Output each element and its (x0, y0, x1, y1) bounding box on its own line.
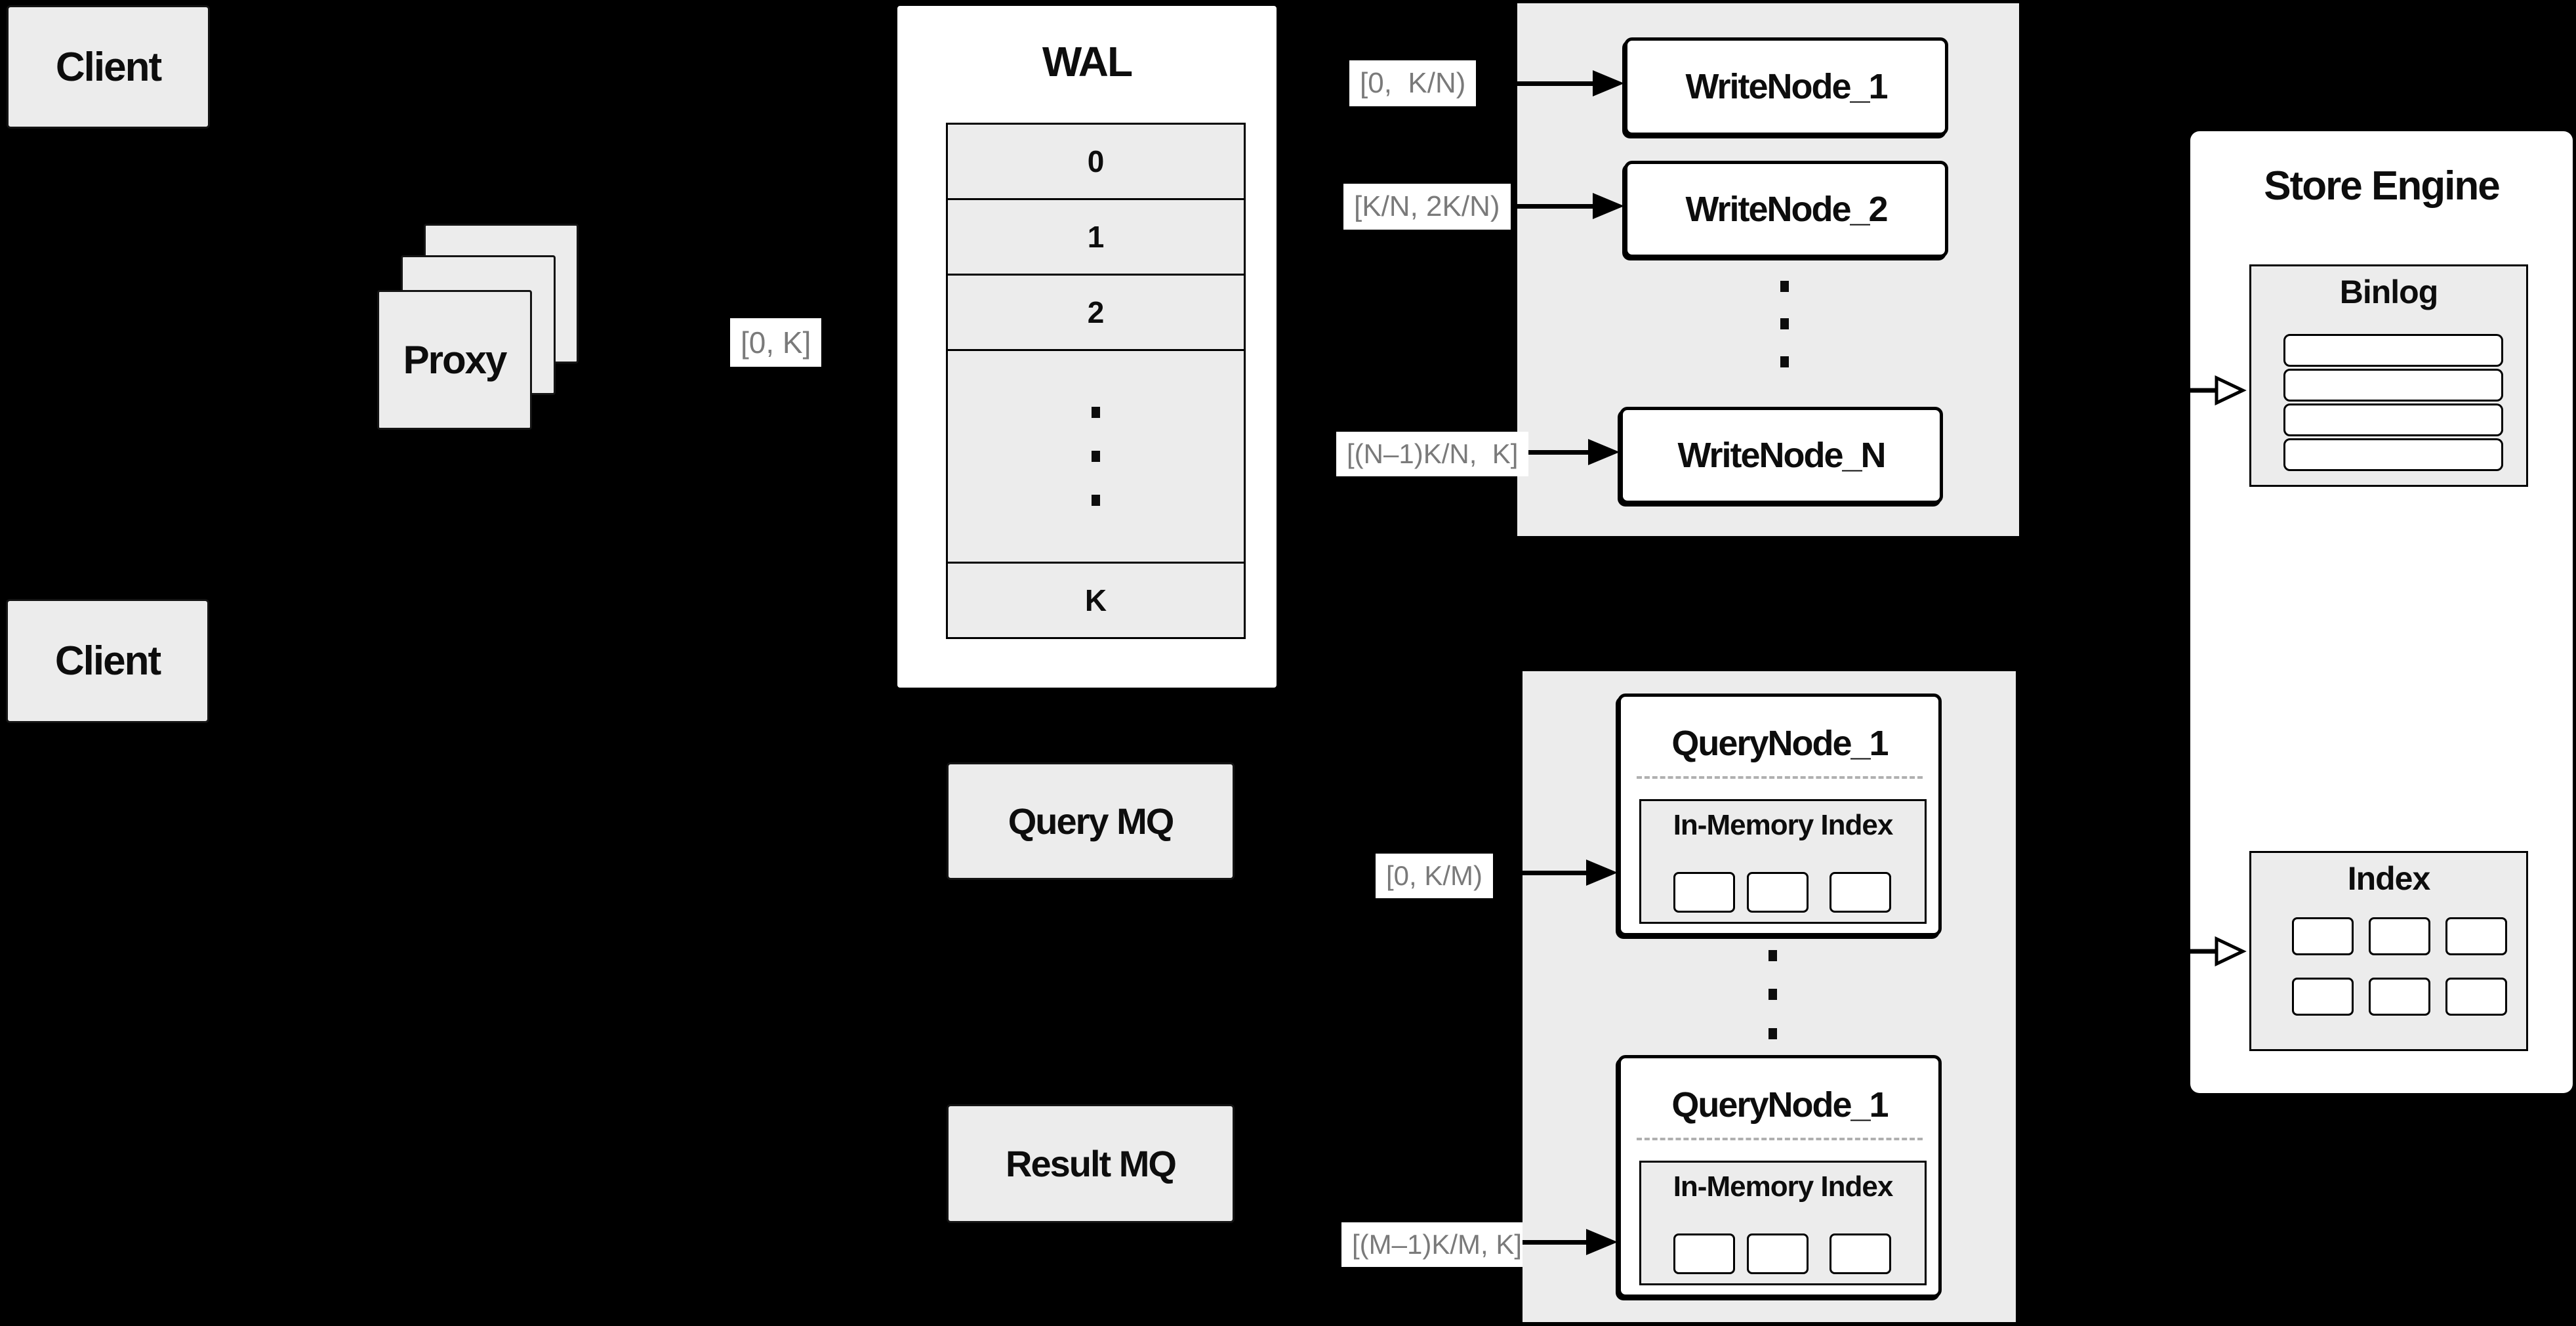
binlog-title: Binlog (2339, 274, 2439, 310)
writenode-1-label: WriteNode_1 (1685, 67, 1888, 106)
querynode-1-inmemory-title: In-Memory Index (1673, 809, 1894, 841)
index-cell (2292, 978, 2354, 1016)
arrow-to-writenode-2 (1517, 193, 1624, 219)
client-top-label: Client (55, 44, 162, 90)
querynode-ellipsis-dot-1 (1768, 950, 1777, 961)
querynode-2-inmemory-title: In-Memory Index (1673, 1171, 1894, 1203)
writenode-n-range-label: [(N–1)K/N, K] (1336, 432, 1529, 476)
index-box: Index (2249, 851, 2528, 1051)
wal-row-2: 2 (946, 274, 1246, 351)
arrow-to-writenode-1 (1517, 70, 1624, 96)
wal-dot-2 (1092, 451, 1100, 462)
binlog-row (2283, 404, 2503, 436)
segment-cell (1830, 1233, 1891, 1274)
writenode-n-box: WriteNode_N (1620, 407, 1943, 504)
binlog-row (2283, 369, 2503, 402)
hollow-arrow-to-binlog (2190, 375, 2247, 405)
query-mq-box: Query MQ (947, 762, 1235, 880)
binlog-row (2283, 438, 2503, 471)
writenode-2-range-label: [K/N, 2K/N) (1343, 184, 1511, 230)
querynode-ellipsis-dot-3 (1768, 1028, 1777, 1039)
querynode-1-inmemory-box: In-Memory Index (1639, 799, 1927, 924)
writenode-ellipsis-dot-1 (1780, 281, 1789, 292)
result-mq-label: Result MQ (1006, 1143, 1177, 1184)
querynode-1-divider (1637, 776, 1923, 779)
wal-dot-3 (1092, 495, 1100, 506)
querynode-2-inmemory-box: In-Memory Index (1639, 1161, 1927, 1285)
index-cell (2369, 978, 2430, 1016)
wal-row-k: K (946, 562, 1246, 639)
client-bottom-box: Client (6, 599, 209, 723)
writenode-2-label: WriteNode_2 (1685, 190, 1888, 229)
wal-title: WAL (1042, 38, 1133, 85)
writenode-2-box: WriteNode_2 (1624, 161, 1948, 258)
wal-ellipsis-row (946, 349, 1246, 564)
index-cell (2445, 978, 2507, 1016)
write-node-panel: WriteNode_1 WriteNode_2 WriteNode_N (1517, 3, 2019, 536)
writenode-1-box: WriteNode_1 (1624, 37, 1948, 136)
querynode-1-title: QueryNode_1 (1671, 724, 1889, 763)
segment-cell (1673, 872, 1735, 913)
wal-row-1: 1 (946, 198, 1246, 276)
index-cell (2292, 917, 2354, 955)
store-engine-box: Store Engine Binlog Index (2190, 131, 2573, 1093)
segment-cell (1673, 1233, 1735, 1274)
wal-row-0: 0 (946, 123, 1246, 200)
index-cell (2369, 917, 2430, 955)
client-bottom-label: Client (54, 638, 161, 684)
arrow-to-querynode-1 (1523, 860, 1618, 886)
querynode-2-title: QueryNode_1 (1671, 1085, 1889, 1125)
query-mq-label: Query MQ (1008, 800, 1175, 842)
querynode-2-box: QueryNode_1 In-Memory Index (1618, 1055, 1942, 1298)
querynode-ellipsis-dot-2 (1768, 989, 1777, 1000)
index-cell (2445, 917, 2507, 955)
wal-dot-1 (1092, 407, 1100, 418)
querynode-2-divider (1637, 1138, 1923, 1140)
segment-cell (1830, 872, 1891, 913)
binlog-row (2283, 334, 2503, 367)
query-node-panel: QueryNode_1 In-Memory Index QueryNode_1 … (1523, 671, 2016, 1322)
querynode-1-box: QueryNode_1 In-Memory Index (1618, 694, 1942, 936)
index-title: Index (2347, 860, 2431, 897)
arrow-to-querynode-2 (1523, 1229, 1618, 1255)
querynode-1-range-label: [0, K/M) (1376, 854, 1494, 898)
client-top-box: Client (7, 5, 210, 129)
hollow-arrow-to-index (2190, 936, 2247, 966)
store-engine-title: Store Engine (2264, 163, 2500, 209)
wal-box: WAL 0 1 2 K (895, 3, 1279, 690)
wal-table: 0 1 2 K (946, 123, 1246, 639)
arrow-to-writenode-n (1517, 439, 1620, 465)
writenode-n-label: WriteNode_N (1677, 436, 1886, 475)
proxy-label: Proxy (403, 338, 508, 382)
proxy-range-label: [0, K] (730, 318, 822, 367)
segment-cell (1747, 872, 1809, 913)
result-mq-box: Result MQ (947, 1104, 1235, 1223)
writenode-1-range-label: [0, K/N) (1349, 60, 1477, 106)
segment-cell (1747, 1233, 1809, 1274)
binlog-box: Binlog (2249, 264, 2528, 487)
writenode-ellipsis-dot-3 (1780, 356, 1789, 367)
writenode-ellipsis-dot-2 (1780, 318, 1789, 329)
proxy-card-front: Proxy (377, 290, 532, 430)
querynode-2-range-label: [(M–1)K/M, K] (1341, 1222, 1533, 1267)
